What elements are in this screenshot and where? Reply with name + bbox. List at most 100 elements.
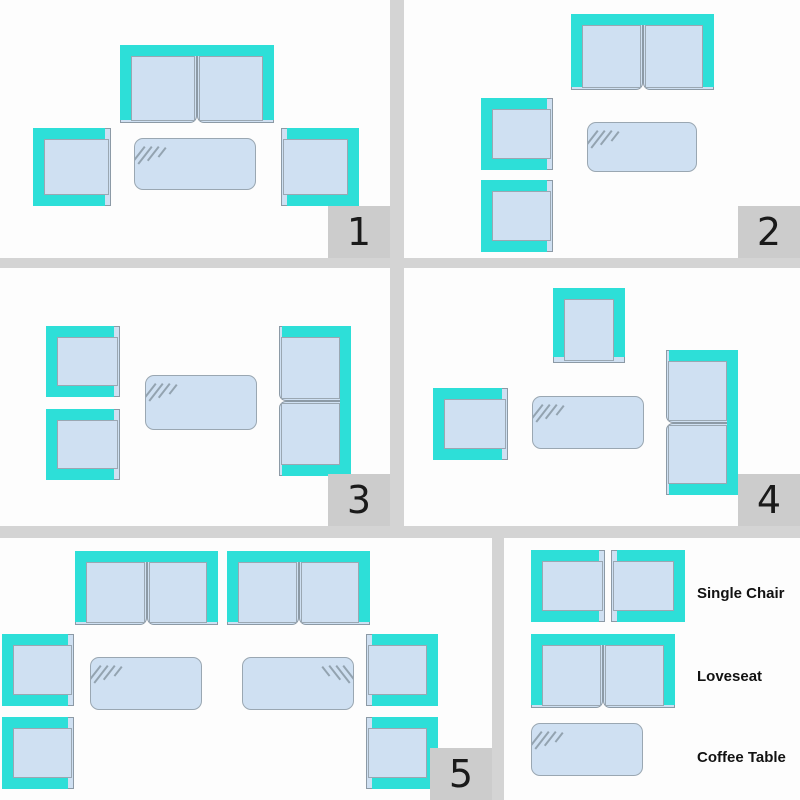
chair-arm-band — [287, 195, 359, 206]
loveseat-seat-pad — [668, 361, 727, 421]
single-chair-icon — [46, 326, 120, 397]
chair-arm-band — [617, 550, 685, 561]
chair-arm-band — [617, 611, 685, 622]
chair-arm-band — [481, 241, 547, 252]
loveseat-seat-pad — [668, 424, 727, 484]
single-chair-icon — [481, 98, 553, 170]
loveseat-seat-pad — [131, 56, 195, 121]
legend-label: Coffee Table — [697, 749, 786, 766]
loveseat-band — [571, 14, 582, 87]
loveseat-seat-pad — [238, 562, 297, 623]
loveseat-band — [669, 484, 738, 495]
loveseat-band — [703, 14, 714, 87]
panel-content — [0, 268, 390, 526]
chair-arm-band — [372, 634, 438, 645]
chair-arm-band — [481, 98, 547, 109]
chair-arm-band — [2, 634, 68, 645]
loveseat-seat-pad — [542, 645, 601, 706]
loveseat-band — [227, 551, 370, 562]
loveseat-band — [120, 45, 274, 56]
single-chair-icon — [611, 550, 685, 622]
panel-number-badge: 4 — [738, 474, 800, 526]
chair-arm-band — [481, 180, 492, 252]
coffee-table-icon — [242, 657, 354, 710]
chair-arm-band — [2, 634, 13, 706]
chair-seat-pad — [57, 420, 118, 469]
glint-stroke — [555, 405, 565, 416]
loveseat-seat-pad — [281, 403, 340, 465]
chair-arm-band — [33, 195, 105, 206]
loveseat-band — [340, 326, 351, 476]
layout-option-4: 4 — [404, 268, 800, 526]
chair-seat-pad — [13, 728, 72, 778]
panel-content — [0, 538, 492, 800]
chair-arm-band — [553, 288, 625, 299]
chair-arm-band — [372, 717, 438, 728]
chair-arm-band — [33, 128, 105, 139]
legend-label: Single Chair — [697, 585, 785, 602]
single-chair-icon — [481, 180, 553, 252]
loveseat-icon — [279, 326, 351, 476]
glint-stroke — [554, 732, 564, 743]
coffee-table-icon — [587, 122, 697, 172]
loveseat-band — [669, 350, 738, 361]
loveseat-seat-pad — [582, 25, 641, 88]
glint-stroke — [168, 384, 178, 395]
loveseat-band — [75, 551, 86, 622]
panel-number-badge: 3 — [328, 474, 390, 526]
chair-seat-pad — [57, 337, 118, 386]
chair-arm-band — [531, 550, 599, 561]
chair-arm-band — [614, 288, 625, 357]
layout-option-3: 3 — [0, 268, 390, 526]
panel-content — [404, 0, 800, 258]
chair-arm-band — [531, 550, 542, 622]
single-chair-icon — [281, 128, 359, 206]
chair-arm-band — [46, 469, 114, 480]
single-chair-icon — [553, 288, 625, 363]
chair-arm-band — [2, 695, 68, 706]
panel-number-badge: 2 — [738, 206, 800, 258]
chair-arm-band — [674, 550, 685, 622]
chair-seat-pad — [44, 139, 109, 195]
loveseat-icon — [75, 551, 218, 625]
loveseat-band — [263, 45, 274, 120]
loveseat-seat-pad — [199, 56, 263, 121]
glass-glint-icon — [588, 128, 630, 158]
chair-arm-band — [348, 128, 359, 206]
glass-glint-icon — [146, 381, 188, 411]
chair-arm-band — [372, 778, 438, 789]
loveseat-seat-pad — [86, 562, 145, 623]
chair-arm-band — [2, 778, 68, 789]
loveseat-icon — [531, 634, 675, 708]
loveseat-band — [75, 551, 218, 562]
chair-arm-band — [46, 326, 114, 337]
loveseat-band — [227, 551, 238, 622]
glass-glint-icon — [135, 144, 177, 174]
coffee-table-icon — [531, 723, 643, 776]
chair-arm-band — [46, 386, 114, 397]
chair-arm-band — [481, 98, 492, 170]
single-chair-icon — [366, 634, 438, 706]
single-chair-icon — [366, 717, 438, 789]
coffee-table-icon — [532, 396, 644, 449]
loveseat-icon — [571, 14, 714, 90]
chair-arm-band — [372, 695, 438, 706]
glass-glint-icon — [91, 663, 133, 693]
loveseat-icon — [120, 45, 274, 123]
chair-seat-pad — [444, 399, 506, 449]
loveseat-band — [282, 465, 351, 476]
loveseat-band — [531, 634, 675, 645]
chair-arm-band — [2, 717, 13, 789]
chair-arm-band — [427, 634, 438, 706]
chair-seat-pad — [542, 561, 603, 611]
loveseat-icon — [666, 350, 738, 495]
chair-seat-pad — [283, 139, 348, 195]
chair-arm-band — [46, 409, 57, 480]
single-chair-icon — [2, 634, 74, 706]
panel-number-badge: 5 — [430, 748, 492, 800]
loveseat-seat-pad — [644, 25, 703, 88]
single-chair-icon — [46, 409, 120, 480]
single-chair-icon — [2, 717, 74, 789]
chair-arm-band — [46, 409, 114, 420]
